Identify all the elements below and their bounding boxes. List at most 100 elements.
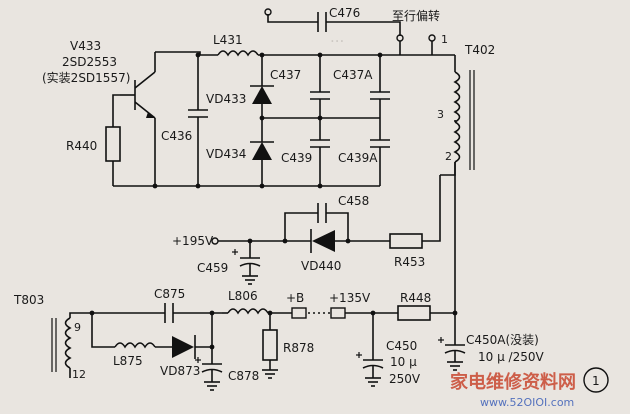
terminal: [211, 237, 219, 245]
label-vd873: VD873: [160, 364, 200, 378]
label-c436: C436: [161, 129, 192, 143]
capacitor-c476: [317, 12, 327, 32]
diode-vd873: [172, 335, 196, 359]
label-c450-volt: 250V: [389, 372, 421, 386]
inductor-l431: [217, 50, 259, 57]
capacitor-c458: [317, 203, 327, 223]
capacitor-c459: [232, 249, 261, 267]
label-l431: L431: [213, 33, 243, 47]
label-pin9: 9: [74, 321, 81, 334]
horizontal-output-section: C476 至行偏转 1 T402 L431 3 2: [42, 6, 495, 189]
label-plus-b: +B: [286, 291, 304, 305]
wire: [112, 94, 120, 127]
label-r453: R453: [394, 255, 425, 269]
junction: [209, 310, 215, 316]
capacitor-c875: [164, 303, 174, 323]
watermark-url: www.52OIOI.com: [480, 396, 574, 409]
wire: [284, 212, 318, 241]
capacitor-c450: [356, 352, 384, 369]
diode-vd440: [310, 229, 335, 253]
wire: [267, 14, 318, 23]
label-c439a: C439A: [338, 151, 378, 165]
label-t803: T803: [13, 293, 44, 307]
capacitor-c436: [188, 55, 208, 186]
label-c476: C476: [329, 6, 360, 20]
wire: [69, 312, 92, 318]
junction: [247, 238, 253, 244]
watermark: 家电维修资料网 www.52OIOI.com: [450, 371, 576, 409]
junction: [195, 183, 201, 189]
label-c437a: C437A: [333, 68, 373, 82]
wire: [326, 21, 401, 36]
diode-vd434: [250, 141, 274, 160]
wire: [422, 175, 441, 242]
label-pin12: 12: [72, 368, 86, 381]
label-pin1: 1: [441, 33, 448, 46]
label-to-deflection: 至行偏转: [392, 8, 440, 23]
junction: [259, 183, 265, 189]
label-pin2: 2: [445, 150, 452, 163]
capacitor-c439: [310, 118, 330, 186]
wire: [440, 162, 456, 176]
watermark-text: 家电维修资料网: [450, 371, 576, 393]
junction: [345, 238, 351, 244]
junction: [317, 52, 323, 58]
ground-symbol: [262, 369, 278, 379]
resistor-r440: [105, 126, 121, 162]
label-c439: C439: [281, 151, 312, 165]
bleed-through-text: ...: [330, 28, 344, 46]
label-r878: R878: [283, 341, 314, 355]
ground-symbol: [447, 361, 463, 371]
label-plus195v: +195V: [172, 234, 214, 248]
label-actual-part: (实装2SD1557): [42, 70, 130, 85]
resistor-r878: [262, 329, 278, 361]
label-figure-number: 1: [592, 374, 600, 388]
label-vd434: VD434: [206, 147, 246, 161]
resistor-r453: [389, 233, 423, 249]
label-2sd2553: 2SD2553: [62, 55, 117, 69]
label-r448: R448: [400, 291, 431, 305]
link-box: [330, 307, 346, 319]
resistor-r448: [397, 305, 431, 321]
junction: [377, 52, 383, 58]
wire: [155, 51, 218, 56]
label-t402: T402: [464, 43, 495, 57]
label-l806: L806: [228, 289, 258, 303]
wire: [91, 313, 115, 348]
diode-vd433: [250, 85, 274, 104]
capacitor-c878: [195, 357, 223, 373]
wire: [326, 212, 349, 241]
transistor-v433: [120, 52, 156, 119]
capacitor-c437a: [370, 55, 390, 118]
label-c878: C878: [228, 369, 259, 383]
label-c875: C875: [154, 287, 185, 301]
label-c450: C450: [386, 339, 417, 353]
junction: [195, 52, 201, 58]
label-c458: C458: [338, 194, 369, 208]
label-plus135v: +135V: [329, 291, 371, 305]
label-c437: C437: [270, 68, 301, 82]
ground-symbol: [204, 381, 220, 391]
label-vd440: VD440: [301, 259, 341, 273]
label-vd433: VD433: [206, 92, 246, 106]
terminal: [264, 8, 272, 16]
label-c450a-value: 10 μ /250V: [478, 350, 544, 364]
capacitor-c437: [310, 55, 330, 118]
terminal: [428, 34, 436, 42]
inductor-l875: [114, 342, 156, 349]
label-pin3: 3: [437, 108, 444, 121]
junction: [259, 52, 265, 58]
transformer-t803-winding: [64, 317, 72, 369]
label-c450-cap: 10 μ: [390, 355, 417, 369]
label-c450a: C450A(没装): [466, 332, 539, 347]
transformer-t402-secondary: [453, 121, 461, 163]
transformer-t402-primary: [453, 71, 461, 123]
svg-text:...: ...: [330, 28, 344, 46]
link-box: [291, 307, 307, 319]
ground-symbol: [242, 275, 258, 285]
label-l875: L875: [113, 354, 143, 368]
supply-195v-section: R453 VD440 C458 +195V: [172, 175, 441, 285]
capacitor-c439a: [370, 118, 390, 186]
